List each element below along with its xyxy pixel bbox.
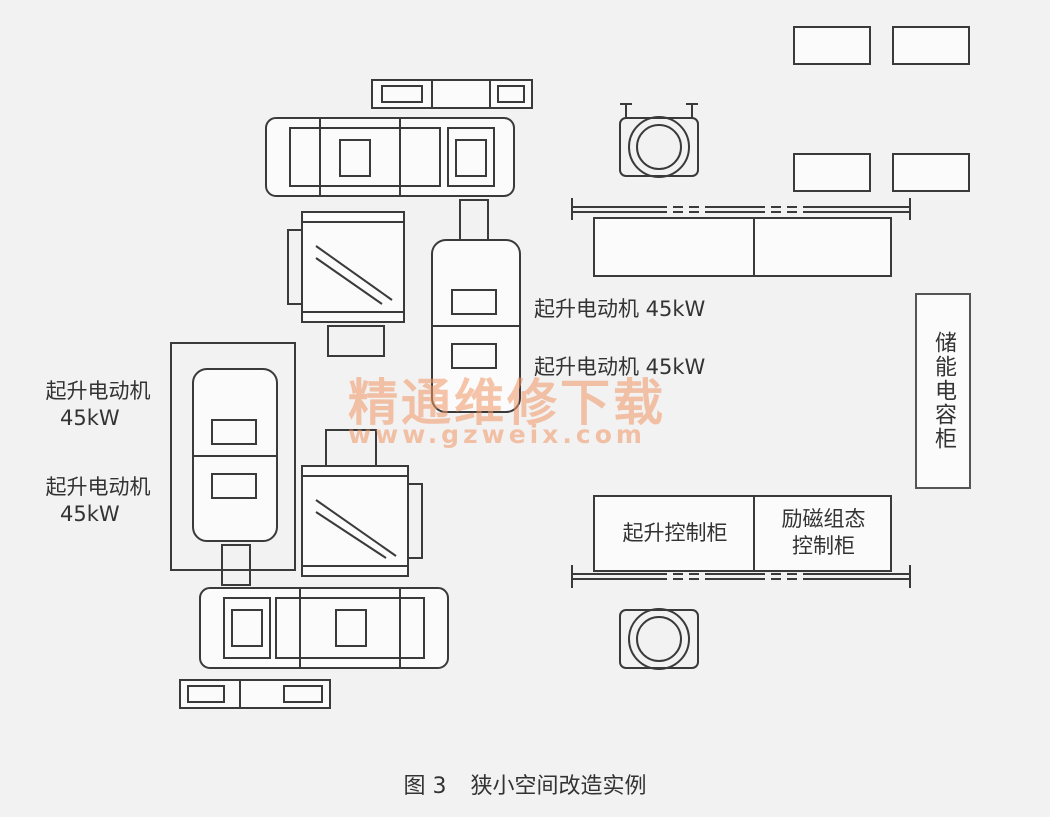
cabinet-mid-1 xyxy=(793,153,871,192)
upper-drum xyxy=(287,211,405,357)
lower-gearbox xyxy=(179,587,449,709)
motor-label-left-2: 起升电动机 45kW xyxy=(30,474,166,528)
upper-gearbox xyxy=(265,79,533,197)
motor-label-right-1: 起升电动机 45kW xyxy=(534,297,706,321)
motor-label-right-2: 起升电动机 45kW xyxy=(534,355,706,379)
upper-motor-stack xyxy=(431,199,521,413)
lower-rail xyxy=(571,565,911,588)
watermark-title: 精通维修下载 xyxy=(348,374,666,432)
upper-cabinet-left xyxy=(593,217,755,277)
cable-reel-top xyxy=(619,103,699,178)
hoist-control-cabinet xyxy=(593,495,755,572)
lower-drum xyxy=(301,429,423,577)
figure-title: 狭小空间改造实例 xyxy=(470,774,647,799)
hoist-control-cabinet-label: 起升控制柜 xyxy=(622,521,728,545)
excitation-cabinet-label-line1: 励磁组态 xyxy=(781,507,866,531)
excitation-cabinet-label: 励磁组态 控制柜 xyxy=(756,506,891,560)
energy-storage-cabinet: 储能电容柜 xyxy=(915,293,971,489)
figure-caption: 图 3 狭小空间改造实例 xyxy=(0,768,1050,800)
motor-label-left-1: 起升电动机 45kW xyxy=(30,378,166,432)
cabinet-mid-2 xyxy=(892,153,970,192)
excitation-cabinet-label-line2: 控制柜 xyxy=(792,534,855,558)
excitation-control-cabinet xyxy=(753,495,892,572)
left-motor-stack xyxy=(170,342,296,586)
motor-label-left-2-power: 45kW xyxy=(60,502,120,526)
upper-rail xyxy=(571,198,911,220)
cabinet-top-1 xyxy=(793,26,871,65)
figure-number: 图 3 xyxy=(403,774,447,799)
cabinet-top-2 xyxy=(892,26,970,65)
cable-reel-bottom xyxy=(619,608,699,670)
motor-label-left-2-name: 起升电动机 xyxy=(45,475,151,499)
motor-label-left-1-name: 起升电动机 xyxy=(45,379,151,403)
upper-cabinet-right xyxy=(753,217,892,277)
energy-storage-cabinet-label: 储能电容柜 xyxy=(931,331,956,451)
watermark-url: www.gzweix.com xyxy=(348,420,646,449)
motor-label-left-1-power: 45kW xyxy=(60,406,120,430)
